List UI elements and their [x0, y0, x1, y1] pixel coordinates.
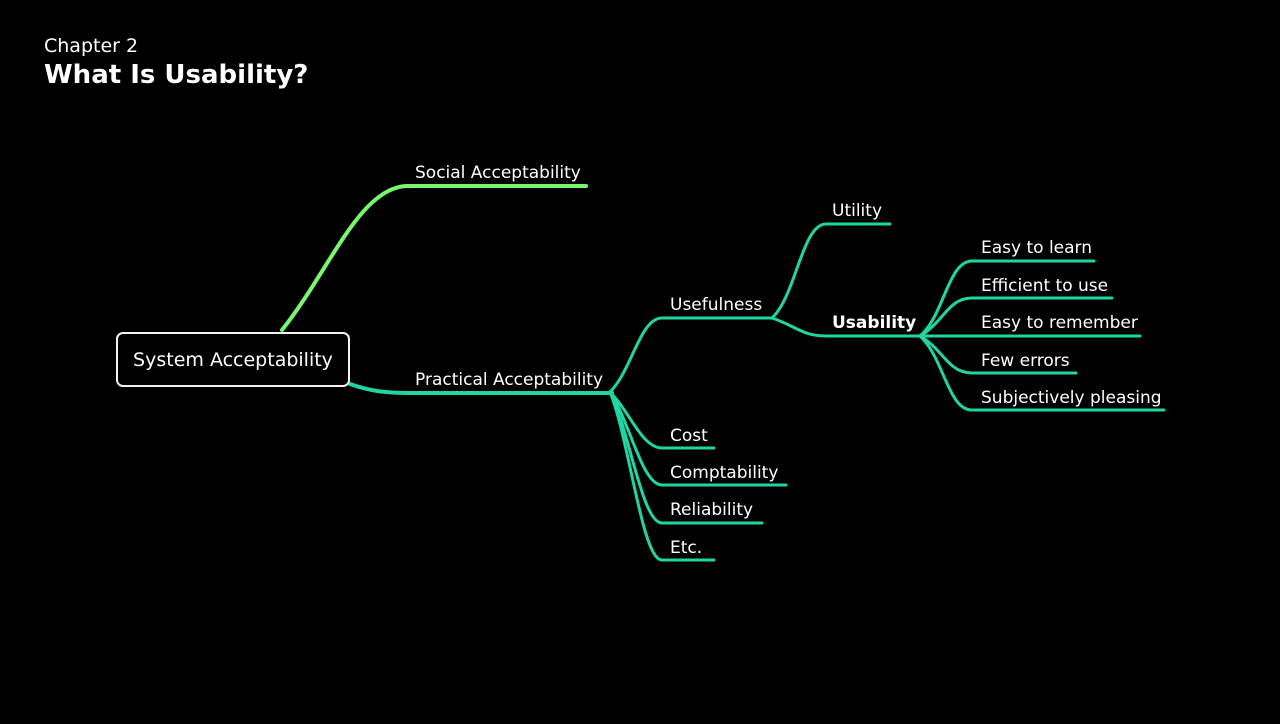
node-social-acceptability: Social Acceptability [415, 163, 581, 183]
connector-practical-cost [608, 390, 716, 450]
connector-practical-etc [608, 390, 716, 562]
node-few-errors: Few errors [981, 351, 1070, 371]
node-utility: Utility [832, 201, 883, 221]
connector-usefulness-utility [770, 222, 892, 320]
node-efficient-to-use: Efficient to use [981, 276, 1109, 296]
connector-usability-efficient [918, 296, 1114, 338]
connector-usefulness-usability [770, 316, 922, 338]
node-usefulness: Usefulness [670, 295, 763, 315]
node-usability: Usability [832, 313, 917, 333]
node-easy-to-remember: Easy to remember [981, 313, 1138, 333]
node-reliability: Reliability [670, 500, 754, 520]
slide-header: Chapter 2 What Is Usability? [44, 34, 308, 92]
connector-usability-errors [918, 334, 1078, 375]
slide-title: What Is Usability? [44, 60, 309, 90]
connector-practical-compatibility [608, 390, 788, 487]
root-node: System Acceptability [116, 332, 350, 387]
node-subjectively-pleasing: Subjectively pleasing [981, 388, 1162, 408]
node-practical-acceptability: Practical Acceptability [415, 370, 604, 390]
connector-root-social [280, 184, 588, 332]
connector-practical-usefulness [608, 316, 774, 394]
connector-usability-learn [918, 259, 1096, 338]
connector-root-practical [348, 382, 614, 395]
node-compatibility: Comptability [670, 463, 779, 483]
node-easy-to-learn: Easy to learn [981, 238, 1093, 258]
node-etc: Etc. [670, 538, 703, 558]
chapter-label: Chapter 2 [44, 35, 139, 57]
node-cost: Cost [670, 426, 708, 446]
connector-usability-pleasing [918, 334, 1166, 412]
